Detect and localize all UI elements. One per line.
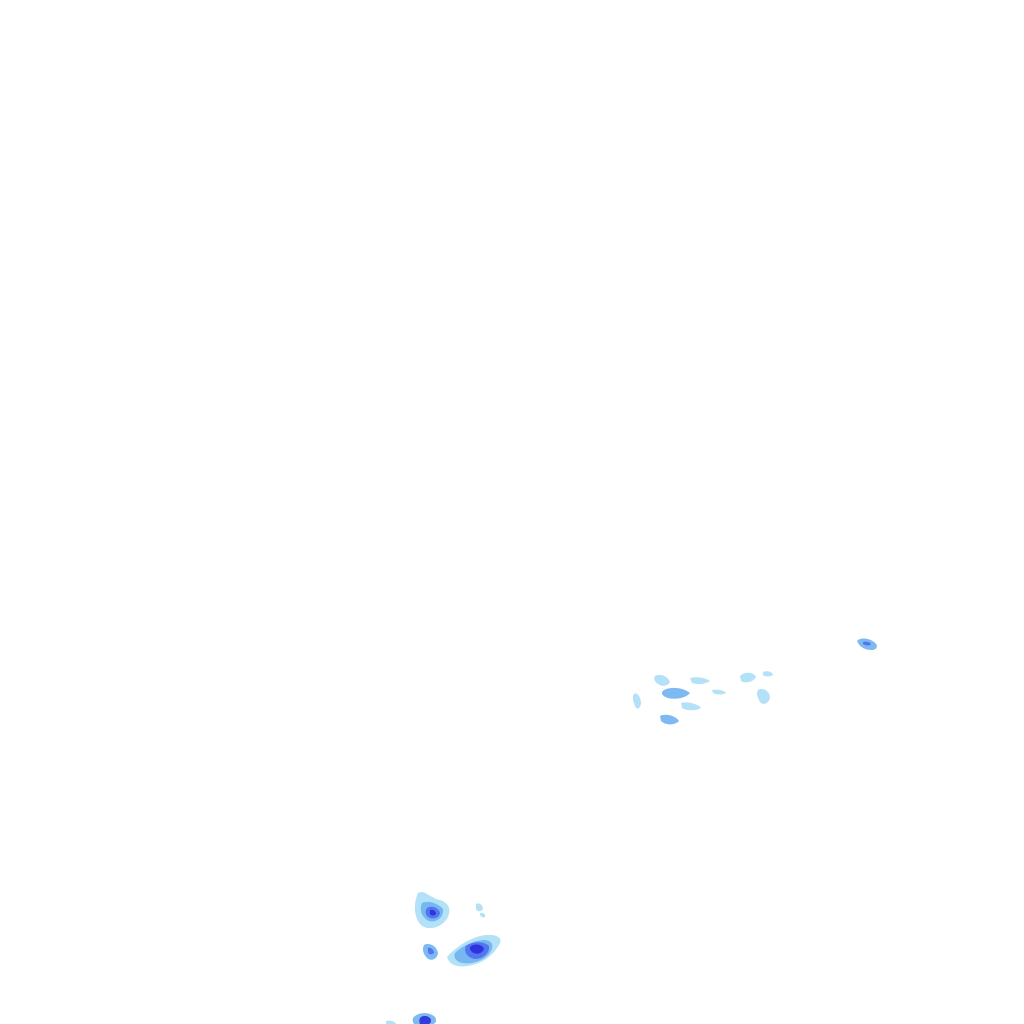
echo-blob [469,944,484,954]
echo-blob [740,672,756,683]
echo-blob [428,947,434,955]
echo-blob [660,714,679,725]
echo-cluster-central [632,671,773,725]
echo-blob [632,693,641,709]
echo-cluster-southwest [386,891,501,1024]
echo-blob [681,702,701,711]
echo-blob [756,688,770,704]
echo-blob [480,912,486,918]
echo-blob [476,903,483,912]
echo-blob [430,909,436,916]
echo-blob [690,677,710,685]
echo-blob [654,674,670,686]
echo-blob [863,641,871,646]
echo-blob [763,671,773,677]
echo-cluster-east [857,638,877,650]
echo-blob [712,689,726,695]
echo-blob [419,1016,431,1024]
echo-blob [661,687,690,699]
echo-blob [386,1020,396,1024]
